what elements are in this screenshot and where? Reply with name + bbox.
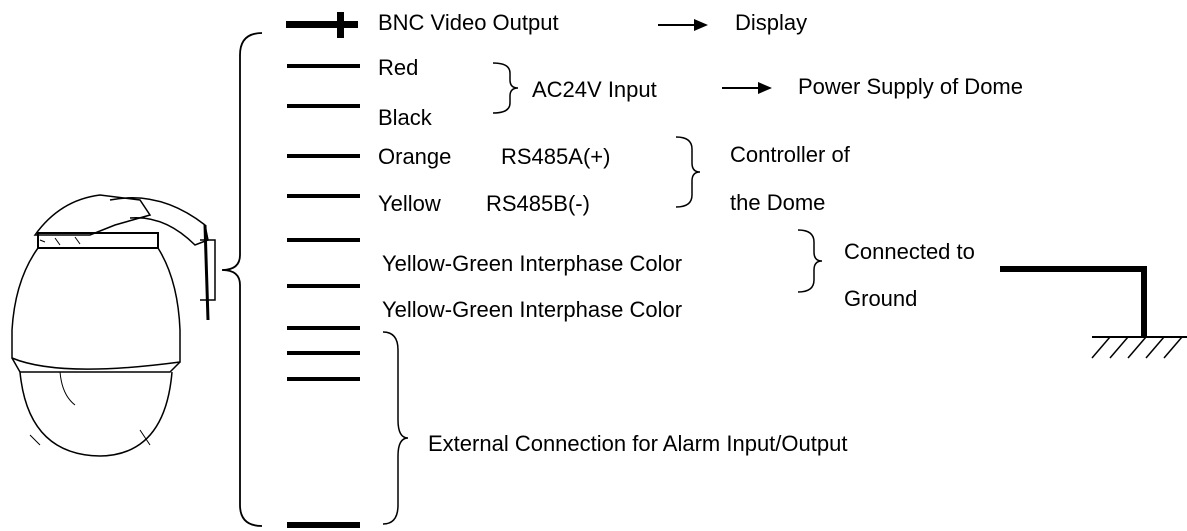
ground-symbol-icon [1000, 266, 1187, 359]
wire-stubs [286, 12, 360, 528]
yellow-green-wire-label-2: Yellow-Green Interphase Color [382, 297, 683, 322]
rs485b-label: RS485B(-) [486, 191, 590, 216]
controller-label-line2: the Dome [730, 190, 826, 215]
arrow-icon [722, 82, 772, 94]
alarm-brace [382, 331, 409, 525]
rs485a-label: RS485A(+) [501, 144, 611, 169]
power-supply-label: Power Supply of Dome [798, 74, 1023, 99]
bnc-video-output-label: BNC Video Output [378, 10, 559, 35]
arrow-icon [658, 19, 708, 31]
rs485-brace [675, 136, 701, 208]
controller-label-line1: Controller of [730, 142, 850, 167]
ac24v-input-label: AC24V Input [532, 77, 657, 102]
red-wire-label: Red [378, 55, 419, 80]
ac-input-brace [492, 62, 519, 114]
display-label: Display [735, 10, 808, 35]
orange-wire-label: Orange [378, 144, 452, 169]
main-bracket [221, 32, 263, 527]
connected-to-label: Connected to [844, 239, 975, 264]
ground-brace [797, 229, 823, 293]
black-wire-label: Black [378, 105, 432, 130]
yellow-wire-label: Yellow [378, 191, 441, 216]
yellow-green-wire-label-1: Yellow-Green Interphase Color [382, 251, 683, 276]
dome-camera-illustration [11, 194, 216, 457]
ground-label: Ground [844, 286, 918, 311]
alarm-connection-label: External Connection for Alarm Input/Outp… [428, 431, 848, 456]
